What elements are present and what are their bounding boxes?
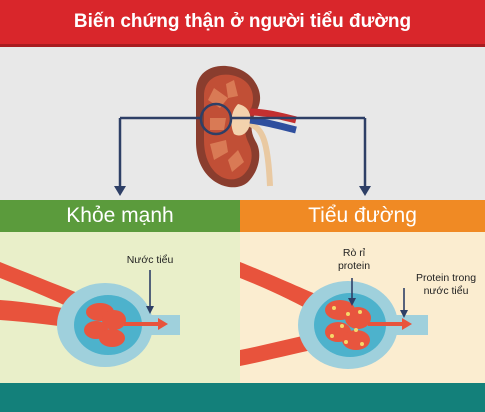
arrow-left-head	[114, 186, 126, 196]
title-bar: Biến chứng thận ở người tiểu đường	[0, 0, 485, 47]
diabetic-glomerulus-icon	[240, 262, 428, 369]
diabetes-heading: Tiểu đường	[240, 200, 485, 232]
leak-label-line2: protein	[338, 260, 370, 272]
healthy-glomerulus-icon	[0, 262, 180, 367]
arrow-right-head	[359, 186, 371, 196]
kidney-icon	[196, 65, 297, 188]
title-stripe	[0, 44, 485, 47]
protein-label-line1: Protein trong	[416, 272, 476, 284]
split-arrows	[118, 116, 367, 188]
footer-band	[0, 383, 485, 412]
healthy-pointer-head	[146, 306, 154, 314]
leak-pointer-head	[348, 298, 356, 306]
healthy-urine-label: Nước tiểu	[127, 254, 174, 266]
page-title: Biến chứng thận ở người tiểu đường	[73, 11, 412, 32]
healthy-heading: Khỏe mạnh	[0, 200, 240, 232]
protein-pointer-head	[400, 310, 408, 318]
leak-label-line1: Rò rỉ	[343, 247, 366, 259]
protein-label-line2: nước tiểu	[424, 285, 469, 297]
